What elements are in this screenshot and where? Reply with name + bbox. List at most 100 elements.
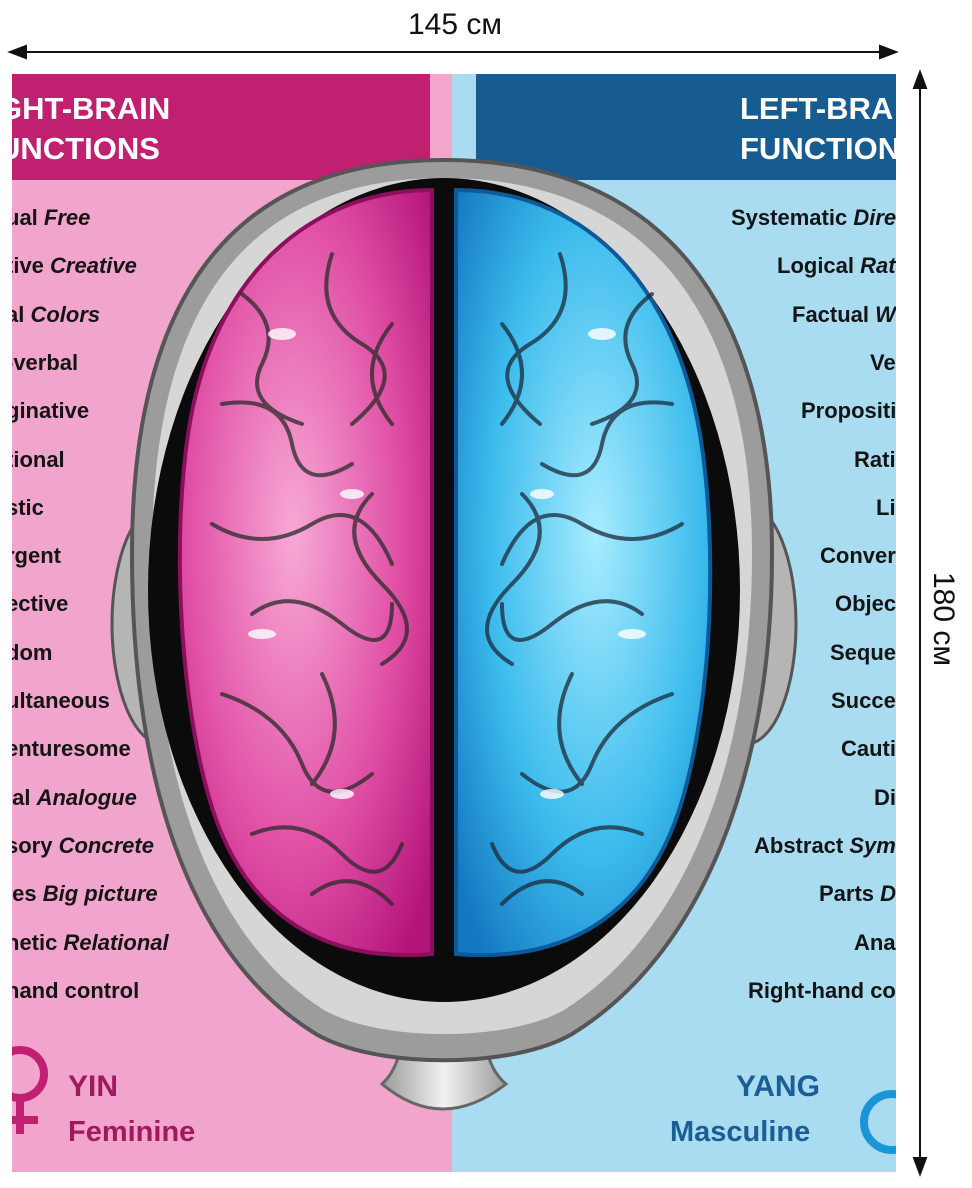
function-item: Li [876,494,896,522]
function-item: al Colors [12,301,100,329]
right-brain-header [12,74,430,180]
height-dimension-label: 180 см [927,572,960,667]
function-item-italic: Analogue [36,784,137,810]
function-item-text: Right-hand co [748,977,896,1003]
function-item-italic: Dire [853,205,896,230]
function-item-text: ual [12,205,38,230]
function-item: -verbal [12,349,78,377]
function-item: rgent [12,542,61,570]
function-item: ective [12,590,68,618]
function-item-italic: Sym [849,832,896,858]
function-item: Logical Rat [777,252,896,280]
function-item: ginative [12,397,89,425]
function-item: Factual W [792,301,896,329]
function-item: tional [12,446,65,474]
brain-illustration [12,157,896,1154]
function-item: hetic Relational [12,929,169,957]
function-item-text: tional [12,446,65,472]
function-item-text: Succe [831,688,896,713]
function-item: Cauti [841,735,896,763]
function-item-text: sory [12,832,53,858]
function-item-text: ective [12,591,69,617]
function-item-italic: Colors [30,301,101,327]
function-item: Di [874,784,896,812]
brain-poster: GHT-BRAIN UNCTIONS LEFT-BRA FUNCTION ual… [12,74,896,1172]
function-item: hand control [12,977,139,1005]
function-item: Succe [831,687,896,715]
right-brain-title-line2: UNCTIONS [12,131,160,166]
feminine-label: Feminine [68,1116,196,1148]
function-item-italic: Relational [63,929,169,955]
right-brain-title: GHT-BRAIN UNCTIONS [12,89,170,169]
left-brain-title-line1: LEFT-BRA [740,91,894,126]
function-item-text: stic [12,494,44,520]
pink-hemisphere [177,187,434,958]
function-item-text: -verbal [12,349,79,375]
function-item-text: enturesome [12,736,131,762]
left-brain-title-line2: FUNCTION [740,131,896,166]
function-item: les Big picture [12,880,158,908]
function-item-text: Rati [854,446,896,472]
function-item: Objec [835,590,896,618]
function-item-text: Li [876,494,896,520]
function-item: Abstract Sym [754,832,896,860]
function-item-text: Propositi [801,398,896,424]
function-item: Parts D [819,880,896,908]
brain-highlights [248,328,646,799]
function-item-text: dom [12,639,53,665]
function-item-text: Factual [792,301,870,327]
function-item: Rati [854,446,896,474]
female-symbol-icon [12,1046,48,1134]
function-item-text: Di [874,784,896,810]
width-dimension-label: 145 см [407,8,502,41]
function-item-text: Cauti [841,736,896,762]
function-item: ual Free [12,204,90,232]
function-item-text: Systematic [731,205,848,230]
function-item-text: ginative [12,398,90,424]
function-item-italic: Big picture [42,881,158,907]
function-item: tive Creative [12,252,137,280]
function-item-text: Seque [830,639,896,665]
left-brain-header [476,74,896,180]
header-divider-pink [430,74,452,180]
function-item-text: les [12,881,37,907]
function-item: Propositi [801,397,896,425]
yang-label: YANG [736,1070,820,1103]
function-item-italic: Creative [50,253,137,279]
function-item-text: Abstract [754,832,844,858]
function-item: sory Concrete [12,832,154,860]
function-item-text: ultaneous [12,688,110,713]
function-item: Ve [870,349,896,377]
function-item-italic: Concrete [58,832,154,858]
function-item-text: hand control [12,977,140,1003]
function-item-text: tive [12,253,44,279]
yin-label: YIN [68,1070,119,1103]
right-brain-title-line1: GHT-BRAIN [12,91,171,126]
function-item: enturesome [12,735,131,763]
function-item-text: Parts [819,881,875,907]
function-item: Conver [820,542,896,570]
function-item-text: ial [12,784,31,810]
function-item: Systematic Dire [731,204,896,232]
function-item-italic: Rat [860,253,896,279]
function-item-text: Conver [820,543,896,569]
function-item-text: rgent [12,543,61,569]
function-item-italic: W [875,301,896,327]
function-item-text: al [12,301,25,327]
function-item: Ana [854,929,896,957]
function-item-text: Objec [835,591,896,617]
function-item-text: Ve [870,349,896,375]
function-item: Seque [830,639,896,667]
function-item: dom [12,639,52,667]
left-brain-title: LEFT-BRA FUNCTION [740,89,896,169]
function-item-italic: Free [43,205,91,230]
function-item: Right-hand co [748,977,896,1005]
function-item-text: hetic [12,929,58,955]
function-item: ultaneous [12,687,110,715]
function-item-italic: D [880,881,896,907]
male-symbol-icon [860,1090,896,1154]
function-item-text: Ana [854,929,896,955]
function-item: ial Analogue [12,784,137,812]
masculine-label: Masculine [670,1116,811,1148]
